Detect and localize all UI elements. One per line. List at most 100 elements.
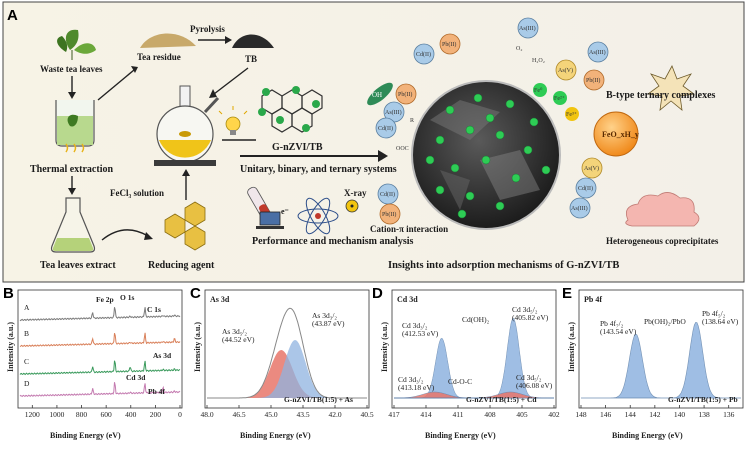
arrow-down-1-head <box>68 92 76 99</box>
svg-text:As(III): As(III) <box>385 109 402 116</box>
arrow-to-residue <box>97 69 135 101</box>
panel-b-ann-o1s: O 1s <box>120 293 134 302</box>
panel-e-letter: E <box>562 285 572 302</box>
extract-flask-icon <box>50 197 96 253</box>
panel-e-peak1-value: (143.54 eV) <box>600 327 637 336</box>
tea-residue-label: Tea residue <box>137 52 181 62</box>
oh-group: OH <box>367 82 393 106</box>
panel-d-peak2-value: (405.82 eV) <box>512 313 549 322</box>
svg-text:As(III): As(III) <box>519 25 536 32</box>
tb-label: TB <box>245 54 257 64</box>
panel-d: D Cd 3d Intensity (a.u.) Binding Energy … <box>372 285 560 440</box>
panel-d-ann-cdoh: Cd(OH)₂ <box>462 315 490 324</box>
survey-label-D: D <box>24 379 30 388</box>
xray-label: X-ray <box>344 188 367 198</box>
panel-c-sample: G-nZVI/TB(1:5) + As <box>284 395 353 404</box>
survey-line-B <box>19 332 181 348</box>
tick-label: 48.0 <box>200 410 213 419</box>
panel-d-sample: G-nZVI/TB(1:5) + Cd <box>466 395 537 404</box>
panel-b-ann-as3d: As 3d <box>153 351 172 360</box>
ion-pb-top: Pb(II) <box>439 33 461 55</box>
atom-icon <box>297 197 339 235</box>
panel-d-plot-frame <box>391 289 557 409</box>
ion-pb-bottom: Pb(II) <box>379 203 401 225</box>
panel-c-peaks <box>207 307 367 399</box>
tick-label: 142 <box>649 410 661 419</box>
tick-label: 46.5 <box>232 410 245 419</box>
svg-text:Cd(II): Cd(II) <box>380 191 395 198</box>
panel-c-peak1-label: As 3d₅/₂ <box>222 327 247 336</box>
panel-d-title: Cd 3d <box>397 295 418 304</box>
arrow-up-flask-head <box>182 169 190 176</box>
panel-d-peak3-value: (413.18 eV) <box>398 383 435 392</box>
panel-c-letter: C <box>190 285 201 302</box>
panel-d-peak4-value: (406.08 eV) <box>516 381 553 390</box>
tick-label: 148 <box>575 410 587 419</box>
svg-text:FeO_xH_y: FeO_xH_y <box>602 130 639 139</box>
cloud-icon <box>625 192 700 227</box>
panel-e-sample: G-nZVI/TB(1:5) + Pb <box>668 395 738 404</box>
svg-text:Cd(II): Cd(II) <box>378 125 393 132</box>
svg-text:Pb(II): Pb(II) <box>442 41 456 48</box>
svg-text:As(V): As(V) <box>558 67 573 74</box>
panel-d-peaks <box>394 318 554 399</box>
extract-label: Tea leaves extract <box>40 260 116 271</box>
reducing-label: Reducing agent <box>148 260 215 271</box>
panel-e-peaks <box>581 321 741 399</box>
panel-b: B Intensity (a.u.) Binding Energy (eV) 1… <box>3 285 183 440</box>
fe0-node: Fe⁰ <box>533 83 547 97</box>
panel-e-xlabel: Binding Energy (eV) <box>612 431 683 440</box>
arrow-to-sphere-head <box>378 150 388 162</box>
pb-peak-1 <box>581 321 741 399</box>
tb-icon <box>232 34 274 48</box>
panel-c-peak2-value: (43.87 eV) <box>312 319 345 328</box>
arrow-to-reducing <box>101 229 149 241</box>
ion-as3-bottom-right: As(III) <box>569 197 591 219</box>
tick-label: 40.5 <box>360 410 373 419</box>
svg-text:As(III): As(III) <box>589 49 606 56</box>
panel-b-ann-pb4f: Pb 4f <box>148 387 165 396</box>
svg-text:Fe³⁺: Fe³⁺ <box>566 111 577 118</box>
feoh-sphere: FeO_xH_y <box>593 111 639 157</box>
svg-text:Fe⁰: Fe⁰ <box>534 87 543 94</box>
tick-label: 200 <box>150 410 162 419</box>
ion-cd-bottom-right: Cd(II) <box>575 177 597 199</box>
svg-text:Cd(II): Cd(II) <box>416 51 431 58</box>
survey-label-B: B <box>24 329 29 338</box>
panel-a: A Waste tea leaves Tea residue Pyrolysis… <box>2 1 745 283</box>
tick-label: 800 <box>76 410 88 419</box>
svg-text:As(III): As(III) <box>571 205 588 212</box>
as-envelope <box>207 307 367 399</box>
panel-e: E Pb 4f Intensity (a.u.) Binding Energy … <box>562 285 744 440</box>
tick-label: 146 <box>600 410 612 419</box>
tick-label: 408 <box>484 410 496 419</box>
r-label: R <box>410 118 414 124</box>
tick-label: 400 <box>125 410 137 419</box>
arrow-tb-to-flask <box>213 67 249 95</box>
panel-c-ylabel: Intensity (a.u.) <box>193 322 202 372</box>
panel-e-ann-pboh: Pb(OH)₂/PbO <box>644 317 686 326</box>
panel-c-title: As 3d <box>210 295 230 304</box>
cation-pi-label: Cation-π interaction <box>370 224 448 234</box>
tick-label: 140 <box>674 410 686 419</box>
systems-label: Unitary, binary, and ternary systems <box>240 164 397 175</box>
panel-d-letter: D <box>372 285 383 302</box>
arrow-to-residue-head <box>131 66 138 73</box>
panel-e-peak2-value: (138.64 eV) <box>702 317 739 326</box>
tick-label: 1000 <box>49 410 64 419</box>
as-peak-32 <box>207 340 367 398</box>
reaction-flask-icon <box>154 85 220 166</box>
survey-line-C <box>19 360 181 376</box>
fe2-node: Fe²⁺ <box>553 91 567 105</box>
survey-line-D <box>19 382 181 398</box>
btype-label: B-type ternary complexes <box>606 90 716 101</box>
ion-pb-left: Pb(II) <box>395 83 417 105</box>
panel-c-peak1-value: (44.52 eV) <box>222 335 255 344</box>
tea-residue-icon <box>140 33 196 48</box>
sphere-particles <box>425 93 551 219</box>
survey-label-C: C <box>24 357 29 366</box>
ion-cd-top: Cd(II) <box>413 43 435 65</box>
